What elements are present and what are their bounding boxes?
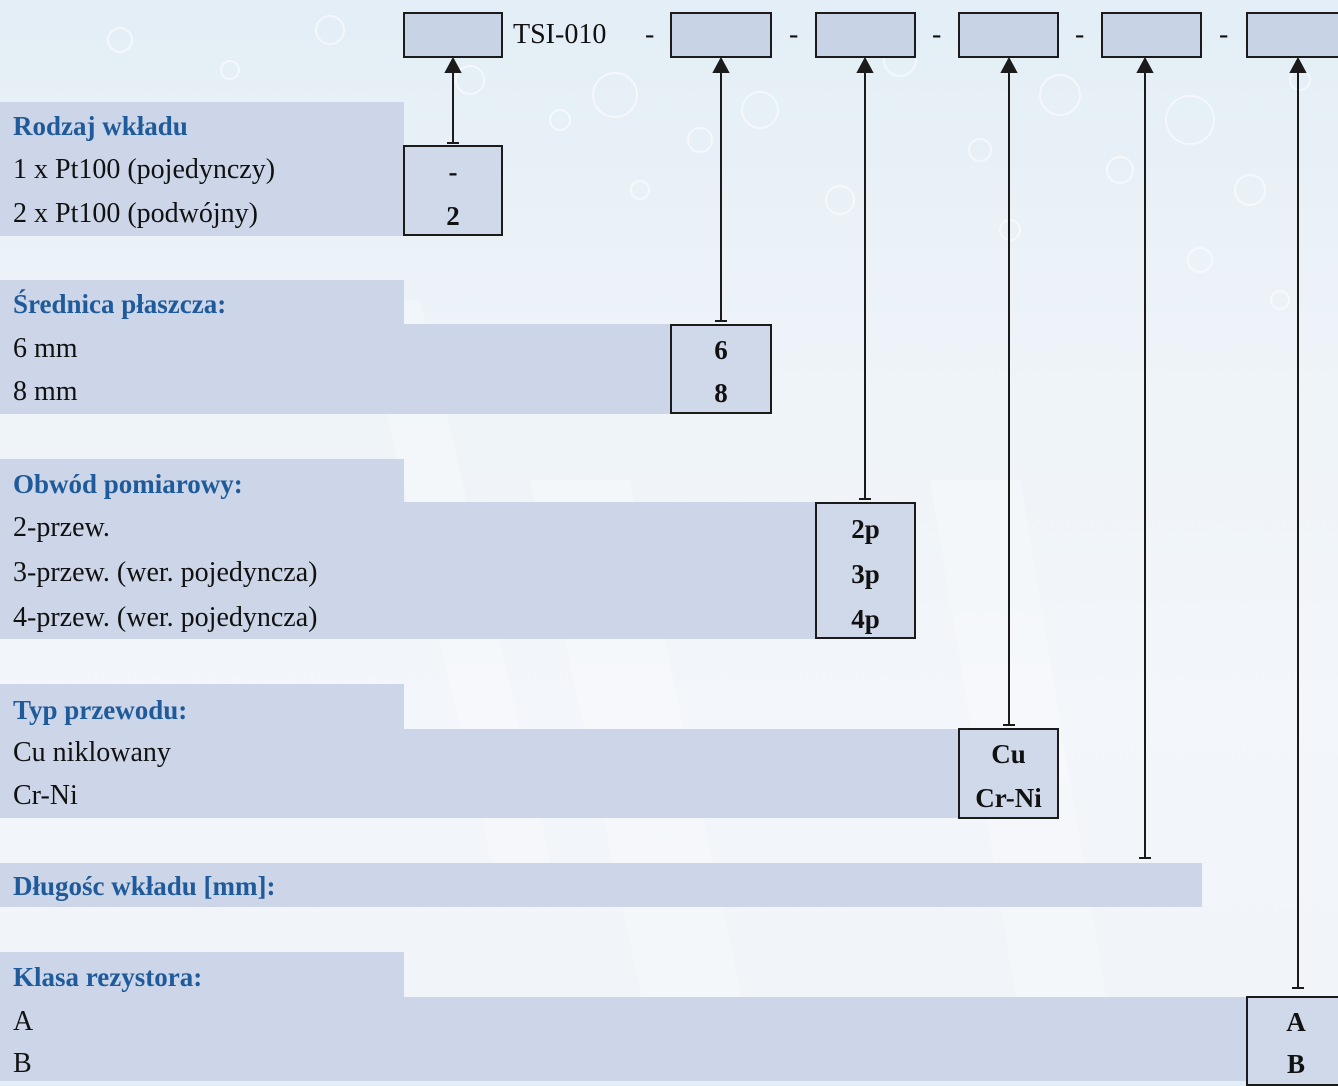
section-band-extension [404,324,671,414]
code-box-measurement-circuit [815,12,916,58]
section-title-sheath-diameter: Średnica płaszcza: [13,289,227,319]
option-label: 2-przew. [13,512,110,543]
code-options-box [958,728,1059,819]
option-code: Cr-Ni [975,783,1042,813]
code-separator: - [1075,19,1085,50]
code-box-resistor-class [1246,12,1338,58]
option-code: B [1286,1049,1305,1079]
section-title-measurement-circuit: Obwód pomiarowy: [13,469,243,499]
arrow-up-icon [444,56,462,73]
option-code: 4p [851,604,880,634]
option-label: A [13,1006,34,1037]
section-title-resistor-class: Klasa rezystora: [13,962,203,992]
code-separator: - [645,19,655,50]
section-band-extension [404,997,1247,1081]
section-band-insert-length [0,863,1202,907]
option-label: 1 x Pt100 (pojedynczy) [13,154,276,185]
option-label: 8 mm [13,376,78,407]
code-options-box [403,145,503,236]
section-title-insert-length: Długośc wkładu [mm]: [13,871,276,901]
section-band-resistor-class [0,952,404,1081]
option-code: A [1286,1007,1306,1037]
code-box-insert-length [1101,12,1202,58]
code-options-box [815,502,916,639]
code-options-box [670,324,772,414]
option-code: 6 [714,335,728,365]
code-separator: - [932,19,942,50]
option-code: 2 [446,201,460,231]
section-band-wire-type [0,684,404,818]
section-band-sheath-diameter [0,280,404,414]
section-title-wire-type: Typ przewodu: [13,695,188,725]
option-code: 3p [851,559,880,589]
section-band-extension [404,729,959,818]
option-label: 3-przew. (wer. pojedyncza) [13,557,318,588]
arrow-up-icon [1000,56,1018,73]
code-box-wire-type [958,12,1059,58]
option-code: 2p [851,514,880,544]
option-label: 6 mm [13,333,78,364]
option-label: Cr-Ni [13,780,78,811]
code-separator: - [789,19,799,50]
option-label: 2 x Pt100 (podwójny) [13,198,258,229]
section-title-insert-type: Rodzaj wkładu [13,111,188,141]
code-prefix: TSI-010 [513,19,607,50]
section-band-measurement-circuit [0,459,404,639]
option-code: Cu [991,739,1026,769]
option-label: Cu niklowany [13,737,171,768]
option-label: 4-przew. (wer. pojedyncza) [13,602,318,633]
section-band-extension [404,502,816,639]
code-separator: - [1219,19,1229,50]
arrow-up-icon [1136,56,1154,73]
option-code: 8 [714,378,728,408]
option-label: B [13,1048,32,1079]
option-code: - [448,157,458,187]
code-options-box [1246,996,1338,1086]
arrow-up-icon [856,56,874,73]
arrow-up-icon [1289,56,1307,73]
arrow-up-icon [712,56,730,73]
section-band-insert-type [0,102,404,236]
